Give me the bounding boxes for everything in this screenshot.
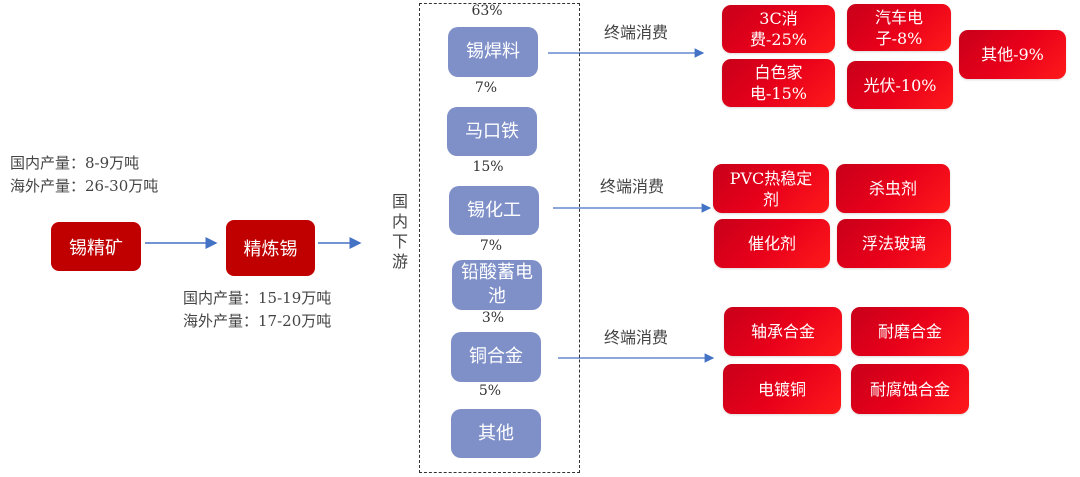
end-use-wear-label: 耐磨合金 xyxy=(877,322,942,341)
end-use-solar-label: 光伏-10% xyxy=(863,75,937,95)
refined-overseas-output: 海外产量：17-20万吨 xyxy=(183,312,332,330)
end-use-solder-other: 其他-9% xyxy=(959,30,1066,79)
end-use-catalyst: 催化剂 xyxy=(714,219,830,268)
end-use-3c-label: 3C消费-25% xyxy=(750,9,807,49)
battery-label: 铅酸蓄电池 xyxy=(461,262,533,307)
downstream-copper-alloy: 铜合金 xyxy=(451,332,541,382)
end-use-corrosion-label: 耐腐蚀合金 xyxy=(870,379,951,399)
end-use-label-chemical: 终端消费 xyxy=(600,177,665,196)
refined-tin-box: 精炼锡 xyxy=(226,220,315,276)
refined-domestic-output: 国内产量：15-19万吨 xyxy=(183,289,332,307)
end-use-float-glass-label: 浮法玻璃 xyxy=(861,234,926,253)
end-use-auto-label: 汽车电子-8% xyxy=(874,7,923,48)
downstream-chemical: 锡化工 xyxy=(449,186,539,235)
end-use-white-goods-label: 白色家电-15% xyxy=(750,63,807,103)
other-label: 其他 xyxy=(478,422,514,444)
end-use-label-solder: 终端消费 xyxy=(604,23,669,42)
end-use-label-copper: 终端消费 xyxy=(604,328,669,347)
end-use-auto-electronics: 汽车电子-8% xyxy=(847,4,951,51)
end-use-bearing-label: 轴承合金 xyxy=(750,322,815,341)
end-use-solar: 光伏-10% xyxy=(847,61,953,109)
tin-ore-box: 锡精矿 xyxy=(51,222,141,271)
end-use-corrosion-resistant-alloy: 耐腐蚀合金 xyxy=(851,364,969,414)
end-use-float-glass: 浮法玻璃 xyxy=(837,219,951,268)
end-use-white-goods: 白色家电-15% xyxy=(722,59,835,107)
end-use-solder-other-label: 其他-9% xyxy=(981,45,1044,64)
downstream-tinplate: 马口铁 xyxy=(447,107,537,156)
end-use-catalyst-label: 催化剂 xyxy=(747,234,796,253)
tin-ore-label: 锡精矿 xyxy=(69,237,123,259)
end-use-plating-label: 电镀铜 xyxy=(757,379,806,399)
pct-battery: 7% xyxy=(479,238,503,254)
copper-alloy-label: 铜合金 xyxy=(469,346,523,367)
pct-tinplate: 7% xyxy=(474,80,498,96)
chemical-label: 锡化工 xyxy=(467,199,521,221)
downstream-container xyxy=(419,3,580,473)
domestic-downstream-label: 国内下游 xyxy=(391,192,408,271)
solder-label: 锡焊料 xyxy=(466,41,520,62)
tinplate-label: 马口铁 xyxy=(465,120,519,142)
pct-chemical: 15% xyxy=(472,159,504,175)
pct-other: 5% xyxy=(478,383,502,399)
pct-copper-alloy: 3% xyxy=(481,310,505,326)
pct-solder: 63% xyxy=(471,3,503,19)
downstream-solder: 锡焊料 xyxy=(448,27,538,77)
end-use-wear-resistant-alloy: 耐磨合金 xyxy=(851,307,969,356)
end-use-pesticide-label: 杀虫剂 xyxy=(868,179,917,198)
ore-domestic-output: 国内产量：8-9万吨 xyxy=(10,154,140,172)
end-use-pvc-label: PVC热稳定剂 xyxy=(729,168,813,209)
ore-overseas-output: 海外产量：26-30万吨 xyxy=(10,177,159,195)
end-use-3c: 3C消费-25% xyxy=(722,5,835,53)
end-use-copper-plating: 电镀铜 xyxy=(723,364,841,414)
downstream-other: 其他 xyxy=(451,409,541,458)
end-use-pesticide: 杀虫剂 xyxy=(836,164,950,213)
end-use-pvc-stabilizer: PVC热稳定剂 xyxy=(713,164,829,213)
refined-tin-label: 精炼锡 xyxy=(243,239,298,260)
end-use-bearing-alloy: 轴承合金 xyxy=(724,307,842,356)
downstream-battery: 铅酸蓄电池 xyxy=(452,260,542,310)
